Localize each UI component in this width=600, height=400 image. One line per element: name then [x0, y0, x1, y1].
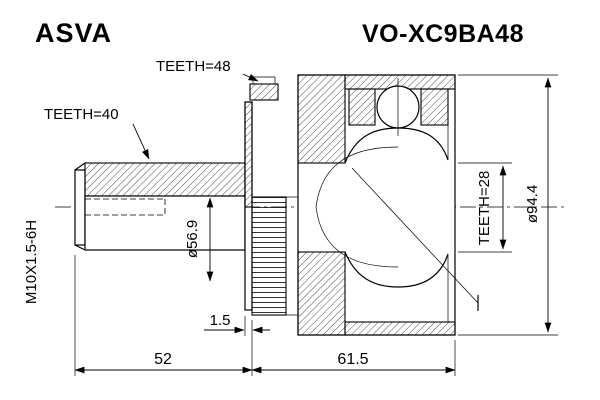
joint-housing	[297, 74, 479, 336]
shaft	[74, 162, 246, 251]
shaft-spline-section	[84, 162, 246, 197]
body-length-text: 61.5	[337, 351, 368, 368]
shaft-length-text: 52	[154, 351, 172, 368]
header: ASVA VO-XC9BA48	[35, 18, 524, 48]
part-number: VO-XC9BA48	[362, 20, 524, 48]
housing-wall-bottom	[297, 251, 346, 336]
race-section-right	[420, 88, 449, 126]
dim-flange-diameter: ø56.9	[184, 197, 214, 282]
teeth-48-label: TEETH=48	[156, 58, 231, 75]
teeth-28-label: TEETH=28	[476, 171, 493, 246]
ball-bearing	[376, 78, 420, 136]
outer-race-bottom	[344, 321, 456, 336]
flange-teeth-ring	[249, 83, 279, 101]
brand-logo: ASVA	[35, 18, 112, 48]
inner-race-bottom-curve	[344, 251, 449, 288]
teeth-40-label: TEETH=40	[44, 106, 119, 123]
spline-leader-line	[351, 167, 479, 304]
housing-wall-top	[297, 74, 346, 164]
race-section-left	[348, 88, 376, 126]
lip-thickness-text: 1.5	[210, 312, 231, 329]
dim-lengths: 52 61.5	[74, 255, 456, 376]
dim-teeth-28: TEETH=28	[458, 162, 512, 253]
boot-rib-section	[251, 196, 287, 316]
shaft-end-cap	[74, 169, 86, 246]
label-teeth-40: TEETH=40	[44, 106, 150, 160]
flange	[244, 76, 298, 316]
flange-diameter-text: ø56.9	[184, 220, 201, 258]
outer-diameter-text: ø94.4	[524, 185, 541, 223]
dim-lip-thickness: 1.5	[204, 312, 270, 336]
dim-outer-diameter: ø94.4	[458, 74, 558, 336]
thread-spec-label: M10X1.5-6H	[23, 220, 40, 304]
label-teeth-48: TEETH=48	[156, 58, 259, 82]
